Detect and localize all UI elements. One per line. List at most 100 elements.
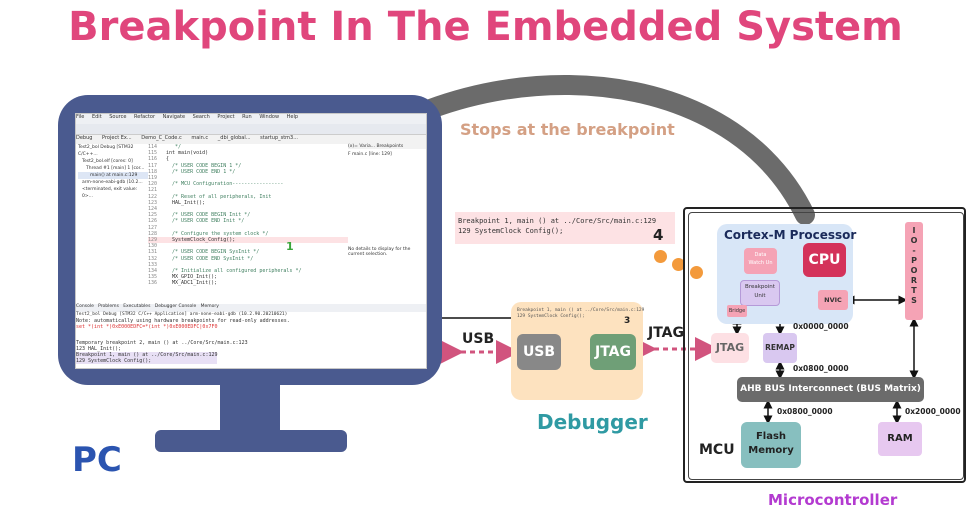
io-letter: - — [912, 246, 916, 255]
tab-dbi-global[interactable]: _dbi_global... — [217, 135, 251, 141]
io-letter: O — [910, 236, 918, 245]
console-line: Breakpoint 1, main () at ../Core/Src/mai… — [76, 352, 218, 358]
menu-window[interactable]: Window — [259, 114, 280, 120]
tree-item[interactable]: arm-none-eabi-gdb (10.2... — [82, 180, 143, 185]
code-line: 121 — [148, 187, 348, 193]
tree-item[interactable]: Test2_bol Debug [STM32 C/C++... — [78, 145, 134, 157]
tree-item[interactable]: Test2_bol.elf [cores: 0] — [82, 159, 133, 164]
ide-toolbar[interactable] — [76, 124, 426, 135]
line-number: 119 — [148, 175, 158, 182]
tree-item[interactable]: Thread #1 [main] 1 [cor... — [86, 166, 145, 171]
tab-console[interactable]: Console — [76, 304, 94, 309]
code-text: MX_GPIO_Init(); — [166, 274, 218, 281]
code-text: /* Configure the system clock */ — [166, 230, 269, 237]
data-watch-unit: Data Watch Un — [744, 248, 777, 274]
ide-menubar: File Edit Source Refactor Navigate Searc… — [76, 114, 426, 124]
tab-debugger-console[interactable]: Debugger Console — [154, 304, 197, 309]
code-line: 118 /* USER CODE END 1 */ — [148, 169, 348, 175]
menu-edit[interactable]: Edit — [91, 114, 102, 120]
bp-marker: 4 — [653, 226, 664, 244]
console-header: Test2_bol Debug [STM32 C/C++ Application… — [76, 312, 288, 317]
line-number: 121 — [148, 187, 158, 194]
address-label: 0x0800_0000 — [793, 364, 849, 373]
tree-item[interactable]: <terminated, exit value: 0>... — [82, 187, 138, 199]
menu-project[interactable]: Project — [217, 114, 235, 120]
debugger-label: Debugger — [537, 410, 648, 434]
console-line: 123 HAL_Init(); — [76, 346, 122, 352]
debugger-mini-line: Breakpoint 1, main () at ../Core/Src/mai… — [517, 308, 645, 313]
code-line: 123 HAL_Init(); — [148, 200, 348, 206]
dwu-label: Data — [754, 252, 767, 258]
menu-refactor[interactable]: Refactor — [134, 114, 156, 120]
mcu-outline — [683, 207, 966, 483]
breakpoint-entry[interactable]: F main.c [line: 129] — [348, 152, 392, 157]
address-label: 0x0000_0000 — [793, 322, 849, 331]
line-number: 126 — [148, 218, 158, 225]
io-letter: P — [911, 256, 917, 265]
bridge-block: Bridge — [727, 305, 747, 317]
menu-search[interactable]: Search — [192, 114, 210, 120]
debugger-usb-port: USB — [517, 334, 561, 370]
tab-project-explorer[interactable]: Project Ex... — [102, 135, 132, 141]
code-line: 124 — [148, 206, 348, 212]
menu-source[interactable]: Source — [109, 114, 127, 120]
menu-help[interactable]: Help — [286, 114, 299, 120]
jtag-connection-label: JTAG — [648, 325, 684, 341]
breakpoint-unit: Breakpoint Unit — [740, 280, 780, 306]
io-ports-block: I O - P O R T S — [905, 222, 923, 320]
code-text: HAL_Init(); — [166, 199, 206, 206]
console-breakpoint-hit: Breakpoint 1, main () at ../Core/Src/mai… — [76, 352, 218, 364]
line-number: 122 — [148, 193, 158, 200]
code-text: SystemClock_Config(); — [166, 237, 236, 244]
code-text: /* USER CODE END 1 */ — [166, 168, 236, 175]
code-text: /* MCU Configuration----------------- — [166, 181, 284, 188]
monitor-neck — [220, 385, 280, 433]
tab-breakpoints[interactable]: Breakpoints — [376, 144, 404, 149]
code-text: /* USER CODE BEGIN SysInit */ — [166, 249, 260, 256]
code-line: 120 /* MCU Configuration----------------… — [148, 181, 348, 187]
code-line: 133 — [148, 262, 348, 268]
code-text: /* Reset of all peripherals, Init — [166, 193, 272, 200]
io-letter: O — [910, 266, 918, 275]
menu-navigate[interactable]: Navigate — [162, 114, 186, 120]
line-number: 129 — [148, 237, 158, 244]
tab-variables[interactable]: (x)= Varia... — [348, 144, 376, 149]
io-letter: S — [911, 296, 917, 305]
dwu-label: Watch Un — [748, 260, 773, 266]
tab-memory[interactable]: Memory — [200, 304, 219, 309]
code-line: 127 — [148, 225, 348, 231]
line-number: 123 — [148, 199, 158, 206]
menu-file[interactable]: File — [76, 114, 85, 120]
code-text: { — [166, 156, 170, 163]
console-line: Temporary breakpoint 2, main () at ../Co… — [76, 340, 248, 346]
tab-demo-c-code[interactable]: Demo_C_Code.c — [141, 135, 182, 141]
menu-run[interactable]: Run — [242, 114, 252, 120]
debugger-mini-text: Breakpoint 1, main () at ../Core/Src/mai… — [517, 308, 644, 320]
bp-line: 129 SystemClock Config(); — [458, 227, 564, 235]
console-line: set *(int *)0xE000EDFC=*(int *)0xE000EDF… — [76, 324, 218, 330]
tab-debug[interactable]: Debug — [76, 135, 93, 141]
line-number: 116 — [148, 156, 158, 163]
code-line: 134 /* Initialize all configured periphe… — [148, 268, 348, 274]
line-number: 120 — [148, 181, 158, 188]
code-line: 126 /* USER CODE END Init */ — [148, 218, 348, 224]
breakpoints-pane: (x)= Varia... Breakpoints F main.c [line… — [348, 144, 426, 304]
tab-executables[interactable]: Executables — [123, 304, 151, 309]
code-text: /* USER CODE BEGIN 1 */ — [166, 162, 242, 169]
line-number: 132 — [148, 255, 158, 262]
details-text: No details to display for the current se… — [348, 247, 411, 257]
line-number: 127 — [148, 224, 158, 231]
tree-item-selected[interactable]: main() at main.c:129 — [78, 172, 148, 179]
code-text: /* USER CODE BEGIN Init */ — [166, 212, 251, 219]
code-line: 119 — [148, 175, 348, 181]
tab-startup[interactable]: startup_stm3... — [260, 135, 298, 141]
line-number: 125 — [148, 212, 158, 219]
line-number: 134 — [148, 268, 158, 275]
tab-problems[interactable]: Problems — [98, 304, 119, 309]
flash-label: Flash — [755, 431, 787, 442]
tab-main-c[interactable]: main.c — [191, 135, 209, 141]
line-number: 115 — [148, 150, 158, 157]
debugger-mini-line: 129 SystemClock Config(); — [517, 314, 585, 319]
